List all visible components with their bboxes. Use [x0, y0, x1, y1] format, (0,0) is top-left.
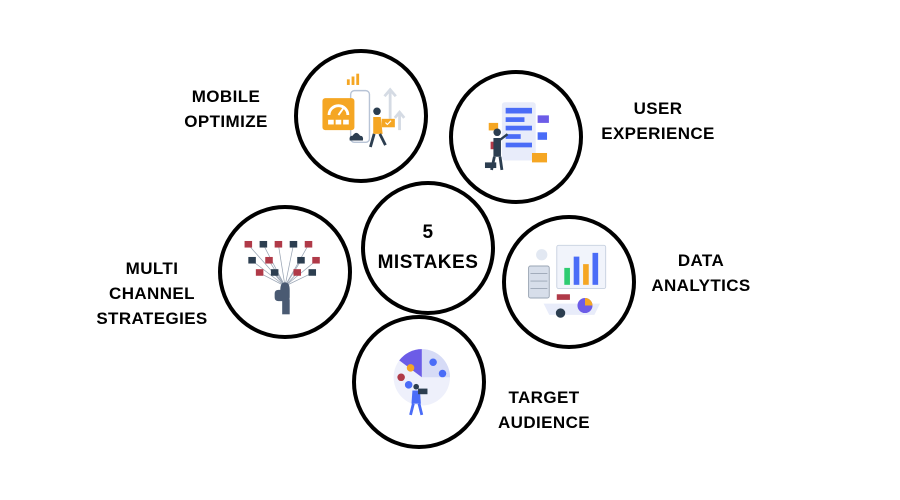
target-audience-circle: [352, 315, 486, 449]
target-label-line1: TARGET: [508, 388, 580, 407]
user-label-line1: USER: [633, 99, 683, 118]
center-circle: 5 MISTAKES: [361, 181, 495, 315]
center-number: 5: [422, 222, 434, 243]
multi-label-line3: STRATEGIES: [96, 309, 208, 328]
mobile-speed-illustration-icon: [322, 73, 406, 148]
target-audience-illustration-icon: [393, 349, 451, 416]
multi-channel-label: MULTI CHANNEL STRATEGIES: [90, 256, 214, 331]
ux-design-illustration-icon: [484, 102, 549, 171]
mobile-optimize-label: MOBILE OPTIMIZE: [176, 84, 276, 134]
multi-channel-circle: [218, 205, 352, 339]
user-experience-circle: [449, 70, 583, 204]
data-analytics-circle: [502, 215, 636, 349]
mobile-label-line2: OPTIMIZE: [184, 112, 268, 131]
center-title: 5 MISTAKES: [365, 185, 491, 311]
center-word: MISTAKES: [377, 252, 479, 273]
data-analytics-illustration-icon: [528, 244, 607, 318]
multichannel-network-illustration-icon: [244, 240, 320, 315]
target-label-line2: AUDIENCE: [498, 413, 590, 432]
multi-label-line1: MULTI: [125, 259, 179, 278]
user-label-line2: EXPERIENCE: [601, 124, 715, 143]
user-experience-label: USER EXPERIENCE: [596, 96, 720, 146]
data-label-line1: DATA: [677, 251, 725, 270]
multi-label-line2: CHANNEL: [109, 284, 195, 303]
data-analytics-label: DATA ANALYTICS: [644, 248, 758, 298]
mobile-optimize-circle: [294, 49, 428, 183]
mobile-label-line1: MOBILE: [191, 87, 261, 106]
target-audience-label: TARGET AUDIENCE: [488, 385, 600, 435]
data-label-line2: ANALYTICS: [651, 276, 751, 295]
